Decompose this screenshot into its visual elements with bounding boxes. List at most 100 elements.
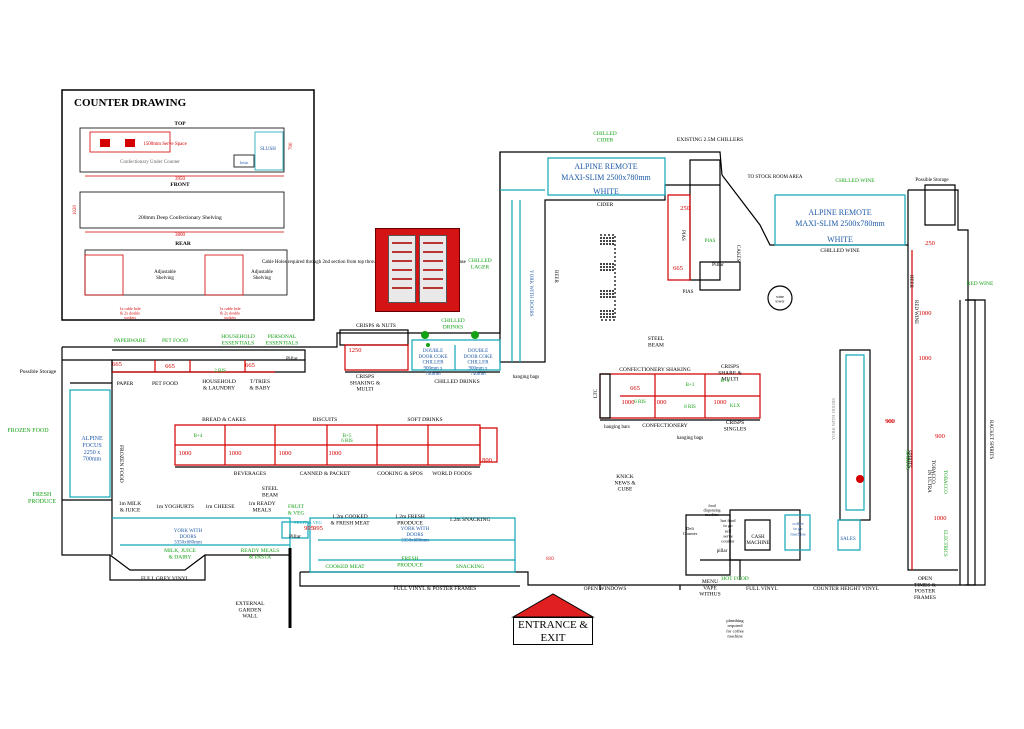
- frozen-food-label: FROZEN FOOD: [7, 428, 49, 434]
- rack-slot: [600, 316, 602, 318]
- white-2-label: WHITE: [827, 235, 853, 244]
- rack-slot: [603, 263, 605, 265]
- cooked-label: 1.2m COOKED& FRESH MEAT: [330, 514, 370, 526]
- 10-label: 1000: [654, 399, 667, 406]
- rack-slot: [603, 313, 605, 315]
- cheese-label: 1m CHEESE: [205, 504, 235, 510]
- rack-slot: [603, 269, 605, 271]
- rack-slot: [609, 293, 611, 295]
- confectionery-shaking-label: CONFECTIONERY SHAKING: [619, 367, 690, 373]
- rack-slot: [609, 290, 611, 292]
- dim-3800-label: 3800: [175, 233, 186, 238]
- rack-slot: [600, 296, 602, 298]
- 6-label: 1000: [329, 450, 342, 457]
- rack-slot: [600, 310, 602, 312]
- 5-label: 1000: [279, 450, 292, 457]
- rack-slot: [600, 243, 602, 245]
- drinks-fridge-photo: [375, 228, 460, 312]
- frozen-food-lbl-label: FROZEN FOOD: [118, 445, 124, 483]
- 7-label: 1250: [349, 347, 362, 354]
- hanging-bags-2-label: hanging bags: [677, 436, 704, 441]
- spirits-wall-label: SPIRITS: [904, 450, 910, 470]
- dim-700-label: 700: [289, 142, 294, 150]
- rack-slot: [606, 293, 608, 295]
- dim-3950-label: 3950: [175, 177, 186, 182]
- 8-label: 250: [680, 205, 690, 212]
- pet-food-lbl-label: PET FOOD: [152, 381, 178, 387]
- rack-slot: [606, 269, 608, 271]
- fruit-veg-label: FRUIT& VEG: [288, 504, 305, 516]
- 1-label: 665: [165, 363, 175, 370]
- rack-slot: [612, 243, 614, 245]
- beer-lbl-label: BEER: [553, 270, 558, 283]
- 9-label: 1000: [622, 399, 635, 406]
- rear-label: REAR: [175, 241, 192, 247]
- rack-slot: [609, 243, 611, 245]
- 12-label: 1000: [919, 310, 932, 317]
- entrance-exit-label: ENTRANCE & EXIT: [513, 617, 593, 645]
- 22-label: 995: [313, 525, 323, 532]
- rack-slot: [606, 316, 608, 318]
- vinyl-frames-label: FULL VINYL & POSTER FRAMES: [394, 586, 477, 592]
- hot-food-label: HOT FOOD: [721, 576, 749, 582]
- tobacco-vert-label: TOBACCO: [930, 460, 935, 484]
- 2-label: 665: [245, 362, 255, 369]
- rack-slot: [603, 237, 605, 239]
- red-wine-label: RED WINE: [967, 281, 994, 287]
- pias-label: PIAS: [680, 230, 685, 241]
- rack-slot: [612, 266, 614, 268]
- rack-slot: [603, 240, 605, 242]
- alpine-1-label: ALPINE REMOTE: [574, 162, 637, 171]
- serve-space-label: 1500mm Serve Space: [143, 142, 187, 147]
- ltc-1-label: LTC: [594, 388, 599, 398]
- pillar-1-label: Pillar: [286, 356, 298, 362]
- canned-label: CANNED & PACKET: [300, 471, 351, 477]
- 2-label: 6 RIS: [341, 439, 353, 444]
- 5-label: B+3: [686, 383, 695, 388]
- possible-storage-left-label: Possible Storage: [20, 369, 57, 375]
- rack-slot: [603, 243, 605, 245]
- chilled-drinks-lbl-label: CHILLED DRINKS: [434, 379, 479, 385]
- york-vert-label: YORK WITH DOORS: [528, 270, 533, 317]
- milk-juice-label: MILK, JUICE& DAIRY: [164, 548, 196, 560]
- york-vert-label: YORK WITH DOORS: [831, 398, 836, 440]
- fruit-veg-lbl-label: FRUIT & VEG: [294, 520, 323, 525]
- ready-meals-label: READY MEALS& PASTA: [241, 548, 280, 560]
- rack-slot: [600, 293, 602, 295]
- rack-slot: [612, 293, 614, 295]
- rack-slot: [606, 310, 608, 312]
- rack-slot: [600, 266, 602, 268]
- rack-slot: [609, 266, 611, 268]
- 0-label: B+4: [194, 434, 203, 439]
- 4-label: 6 RIS: [634, 400, 646, 405]
- toiletries-label: T/TRIES& BABY: [250, 379, 271, 391]
- rack-slot: [603, 310, 605, 312]
- rack-slot: [603, 266, 605, 268]
- confectionary-under-label: Confectionary Under Counter: [120, 160, 180, 165]
- spirits-lbl-label: SPIRITS: [906, 450, 911, 468]
- title-label: COUNTER DRAWING: [74, 97, 187, 109]
- 16-label: 665: [673, 265, 683, 272]
- pias-3-label: PIAS: [683, 290, 694, 295]
- 19-label: 1000: [934, 515, 947, 522]
- rack-slot: [612, 237, 614, 239]
- snacking-lbl-label: 1.2m SNACKING: [450, 517, 491, 523]
- shelving-label: 200mm Deep Confectionary Shelving: [138, 214, 222, 221]
- dim-1020-label: 1020: [73, 205, 78, 216]
- slush-label: SLUSH: [260, 147, 276, 152]
